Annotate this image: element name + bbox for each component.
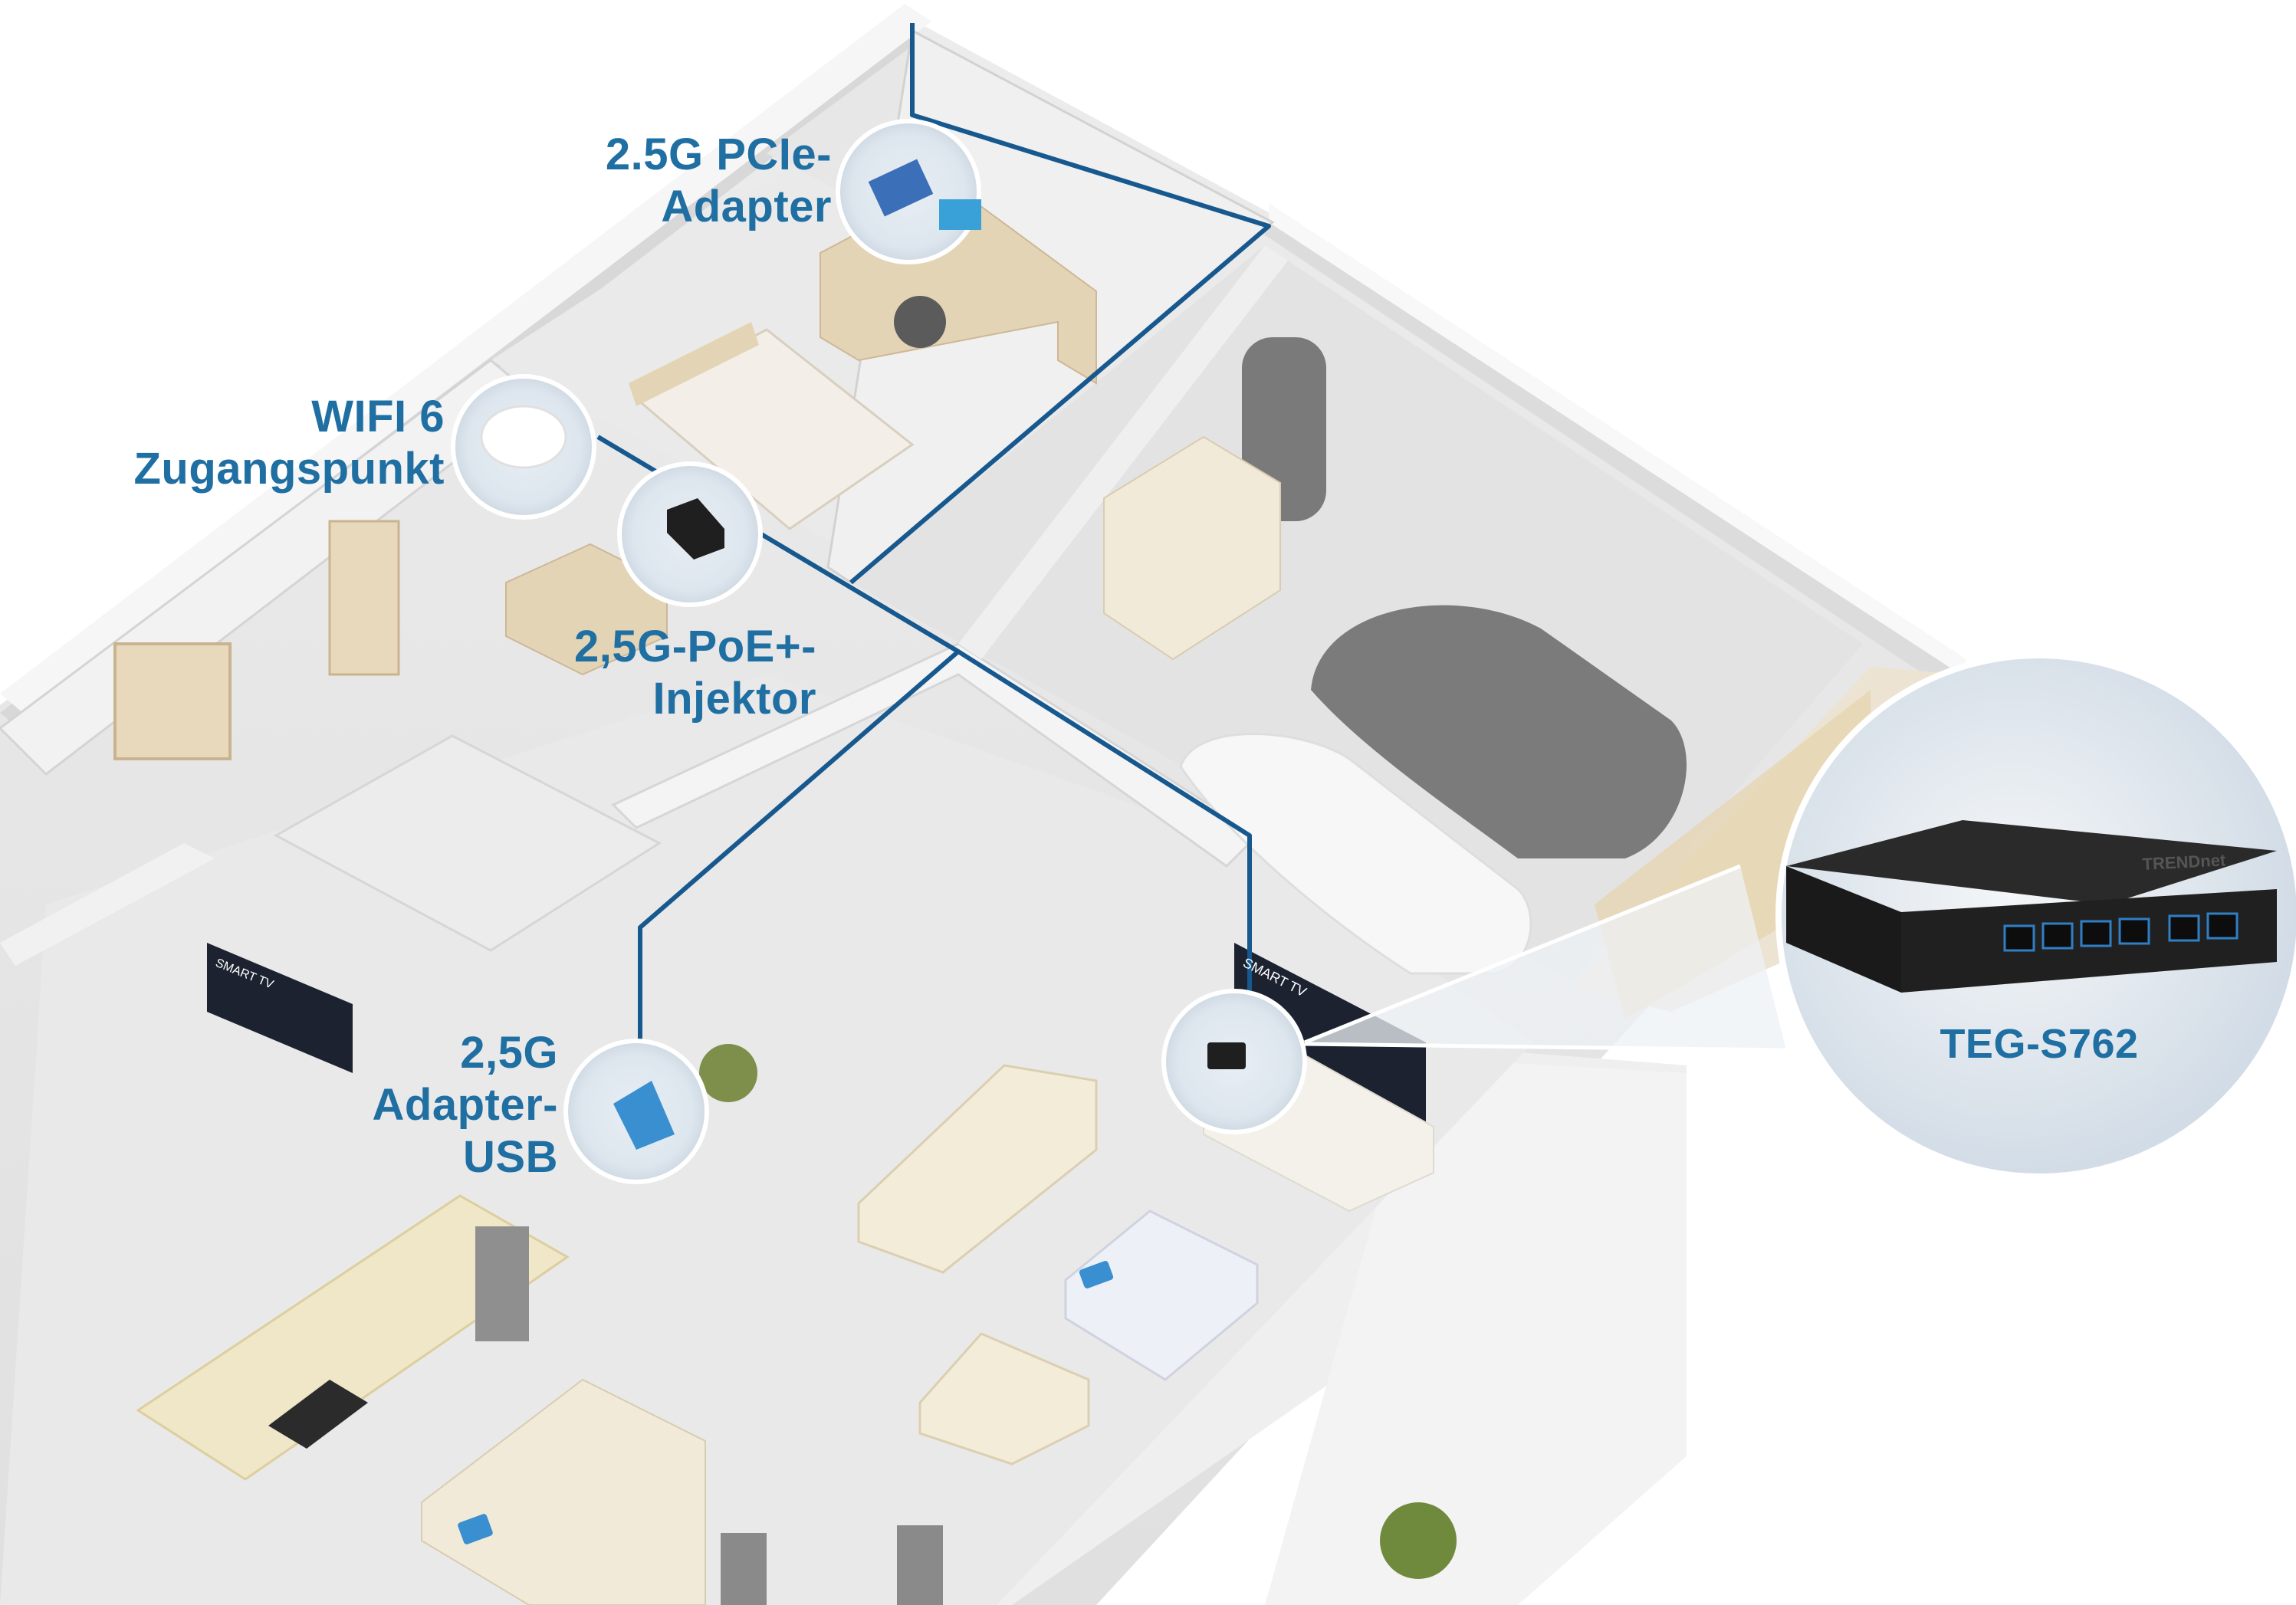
tablet-coffee-table — [1079, 1261, 1114, 1288]
switch-top — [1786, 820, 2277, 904]
bedroom-door — [328, 520, 400, 676]
office-chair — [894, 296, 946, 348]
left-smart-tv — [207, 943, 353, 1073]
wifi-ap-label: WIFI 6 Zugangspunkt — [77, 391, 445, 495]
port-3 — [2080, 920, 2112, 947]
cable-to-pcie — [849, 23, 1271, 585]
teg-s762-switch: TRENDnet — [1786, 820, 2277, 993]
outer-wall-right-top — [1269, 203, 1966, 678]
cooktop — [268, 1380, 368, 1449]
usb-label-line-1: 2,5G — [460, 1028, 558, 1078]
port-1 — [2003, 924, 2035, 952]
port-6 — [2206, 912, 2239, 940]
network-cables — [596, 23, 1271, 1050]
port-4 — [2118, 917, 2150, 945]
kitchen-counter — [136, 1194, 570, 1481]
poe-injector-label: 2,5G-PoE+- Injektor — [506, 621, 816, 725]
poe-label-line-2: Injektor — [652, 674, 816, 724]
switch-left-side — [1786, 866, 1901, 993]
wall-garage-front — [958, 245, 1288, 659]
bathroom-box — [273, 734, 662, 952]
switch-brand-text: TRENDnet — [2142, 850, 2227, 874]
pcie-label-line-2: Adapter — [661, 182, 832, 231]
wifi-label-line-1: WIFI 6 — [311, 392, 445, 441]
usb-label-line-2: Adapter- — [372, 1080, 558, 1130]
switch-model-label: TEG-S762 — [1894, 1018, 2185, 1070]
coffee-table — [1064, 1209, 1259, 1381]
plant-outside — [1380, 1502, 1457, 1579]
pcie-adapter-icon — [868, 159, 934, 217]
zoom-connector — [1303, 866, 1786, 1050]
zoom-line-bottom — [1304, 1042, 1787, 1052]
grey-car — [1311, 605, 1687, 858]
laptop-icon — [613, 1081, 675, 1150]
dining-chair-1 — [721, 1533, 767, 1605]
wifi-ap-icon — [480, 405, 567, 469]
tablet-dining — [458, 1514, 493, 1544]
switch-model-text: TEG-S762 — [1940, 1021, 2139, 1067]
sofa — [857, 1064, 1098, 1274]
armchair — [918, 1332, 1090, 1466]
furniture — [113, 182, 1871, 1605]
outer-wall-back-top — [0, 4, 931, 713]
usb-label-line-3: USB — [463, 1132, 558, 1182]
hall-window — [113, 642, 232, 760]
dining-chair-2 — [897, 1525, 943, 1605]
port-5 — [2168, 914, 2200, 942]
plant-living — [699, 1044, 757, 1102]
washer-dryer — [1103, 435, 1281, 661]
zoom-line-top — [1304, 864, 1741, 1045]
poe-injector-icon — [667, 498, 724, 560]
switch-ports — [2003, 912, 2239, 952]
kitchen-wall — [0, 843, 215, 966]
outer-wall-front-face — [1265, 1058, 1687, 1605]
cable-to-usb — [638, 649, 960, 1050]
cable-to-wifi-poe — [596, 435, 1252, 1004]
outer-wall-right — [1257, 215, 1963, 690]
device-callouts: TRENDnet — [451, 119, 2296, 1184]
poe-label-line-1: 2,5G-PoE+- — [573, 622, 816, 671]
wifi-label-line-2: Zugangspunkt — [133, 444, 445, 494]
dresser — [505, 543, 668, 676]
fridge — [475, 1226, 529, 1341]
dining-table — [421, 1378, 706, 1605]
usb-adapter-label: 2,5G Adapter- USB — [307, 1027, 558, 1183]
pcie-adapter-label: 2.5G PCIe- Adapter — [521, 129, 832, 233]
switch-small-icon — [1207, 1042, 1246, 1069]
bed-headboard — [629, 322, 759, 406]
pcie-label-line-1: 2.5G PCIe- — [605, 130, 832, 179]
monitor-icon — [939, 199, 981, 230]
port-2 — [2041, 922, 2074, 950]
